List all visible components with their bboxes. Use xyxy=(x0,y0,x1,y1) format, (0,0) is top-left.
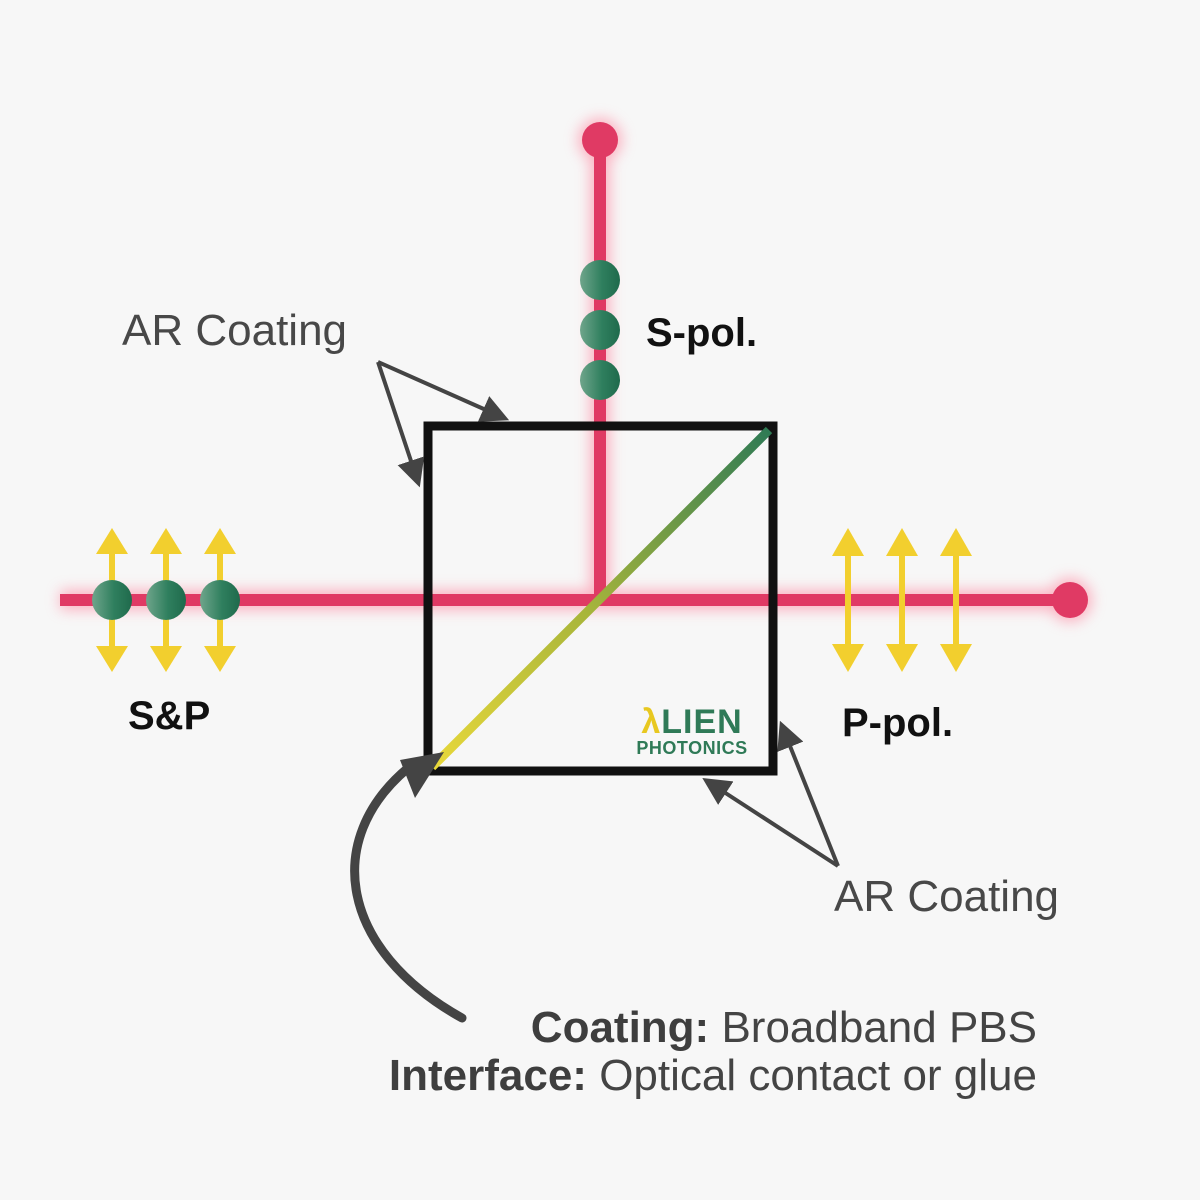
beamsplitter-cube xyxy=(423,421,778,776)
interface-callout-arrow xyxy=(350,752,467,1023)
interface-title: Interface: xyxy=(388,1051,587,1100)
ar-coating-label-top: AR Coating xyxy=(122,306,348,355)
s-pol-label: S-pol. xyxy=(646,311,758,355)
brand-logo: λLIEN PHOTONICS xyxy=(626,703,758,758)
s-polarization-dot xyxy=(200,580,240,620)
reflected-s-polarization-dots xyxy=(580,260,620,400)
s-polarization-dot xyxy=(92,580,132,620)
p-polarization-arrow xyxy=(940,528,972,672)
logo-line2: PHOTONICS xyxy=(636,738,748,758)
s-polarization-dot xyxy=(580,360,620,400)
p-polarization-arrow xyxy=(886,528,918,672)
interface-value: Optical contact or glue xyxy=(599,1051,1037,1100)
coating-title: Coating: xyxy=(530,1003,710,1052)
ar-coating-label-bottom: AR Coating xyxy=(834,872,1060,921)
s-polarization-dot xyxy=(146,580,186,620)
pbs-interface xyxy=(428,426,773,771)
input-s-polarization-dots xyxy=(92,580,240,620)
ar-coating-bottom-callout xyxy=(702,720,840,868)
s-and-p-label: S&P xyxy=(128,694,211,738)
s-polarization-dot xyxy=(580,260,620,300)
p-polarization-arrow xyxy=(832,528,864,672)
logo-wordmark: λLIEN xyxy=(626,703,758,741)
transmitted-p-polarization-arrows xyxy=(832,528,972,672)
logo-line1: LIEN xyxy=(661,703,743,741)
beam-endpoint-right-dot xyxy=(1052,582,1088,618)
coating-value: Broadband PBS xyxy=(721,1003,1037,1052)
interface-spec: Interface: Optical contact or glue xyxy=(389,1052,1037,1100)
ar-coating-top-callout xyxy=(376,360,510,488)
beam-endpoint-top-dot xyxy=(582,122,618,158)
p-pol-label: P-pol. xyxy=(842,701,954,745)
s-polarization-dot xyxy=(580,310,620,350)
lambda-icon: λ xyxy=(641,703,662,741)
coating-spec: Coating: Broadband PBS xyxy=(531,1004,1037,1052)
